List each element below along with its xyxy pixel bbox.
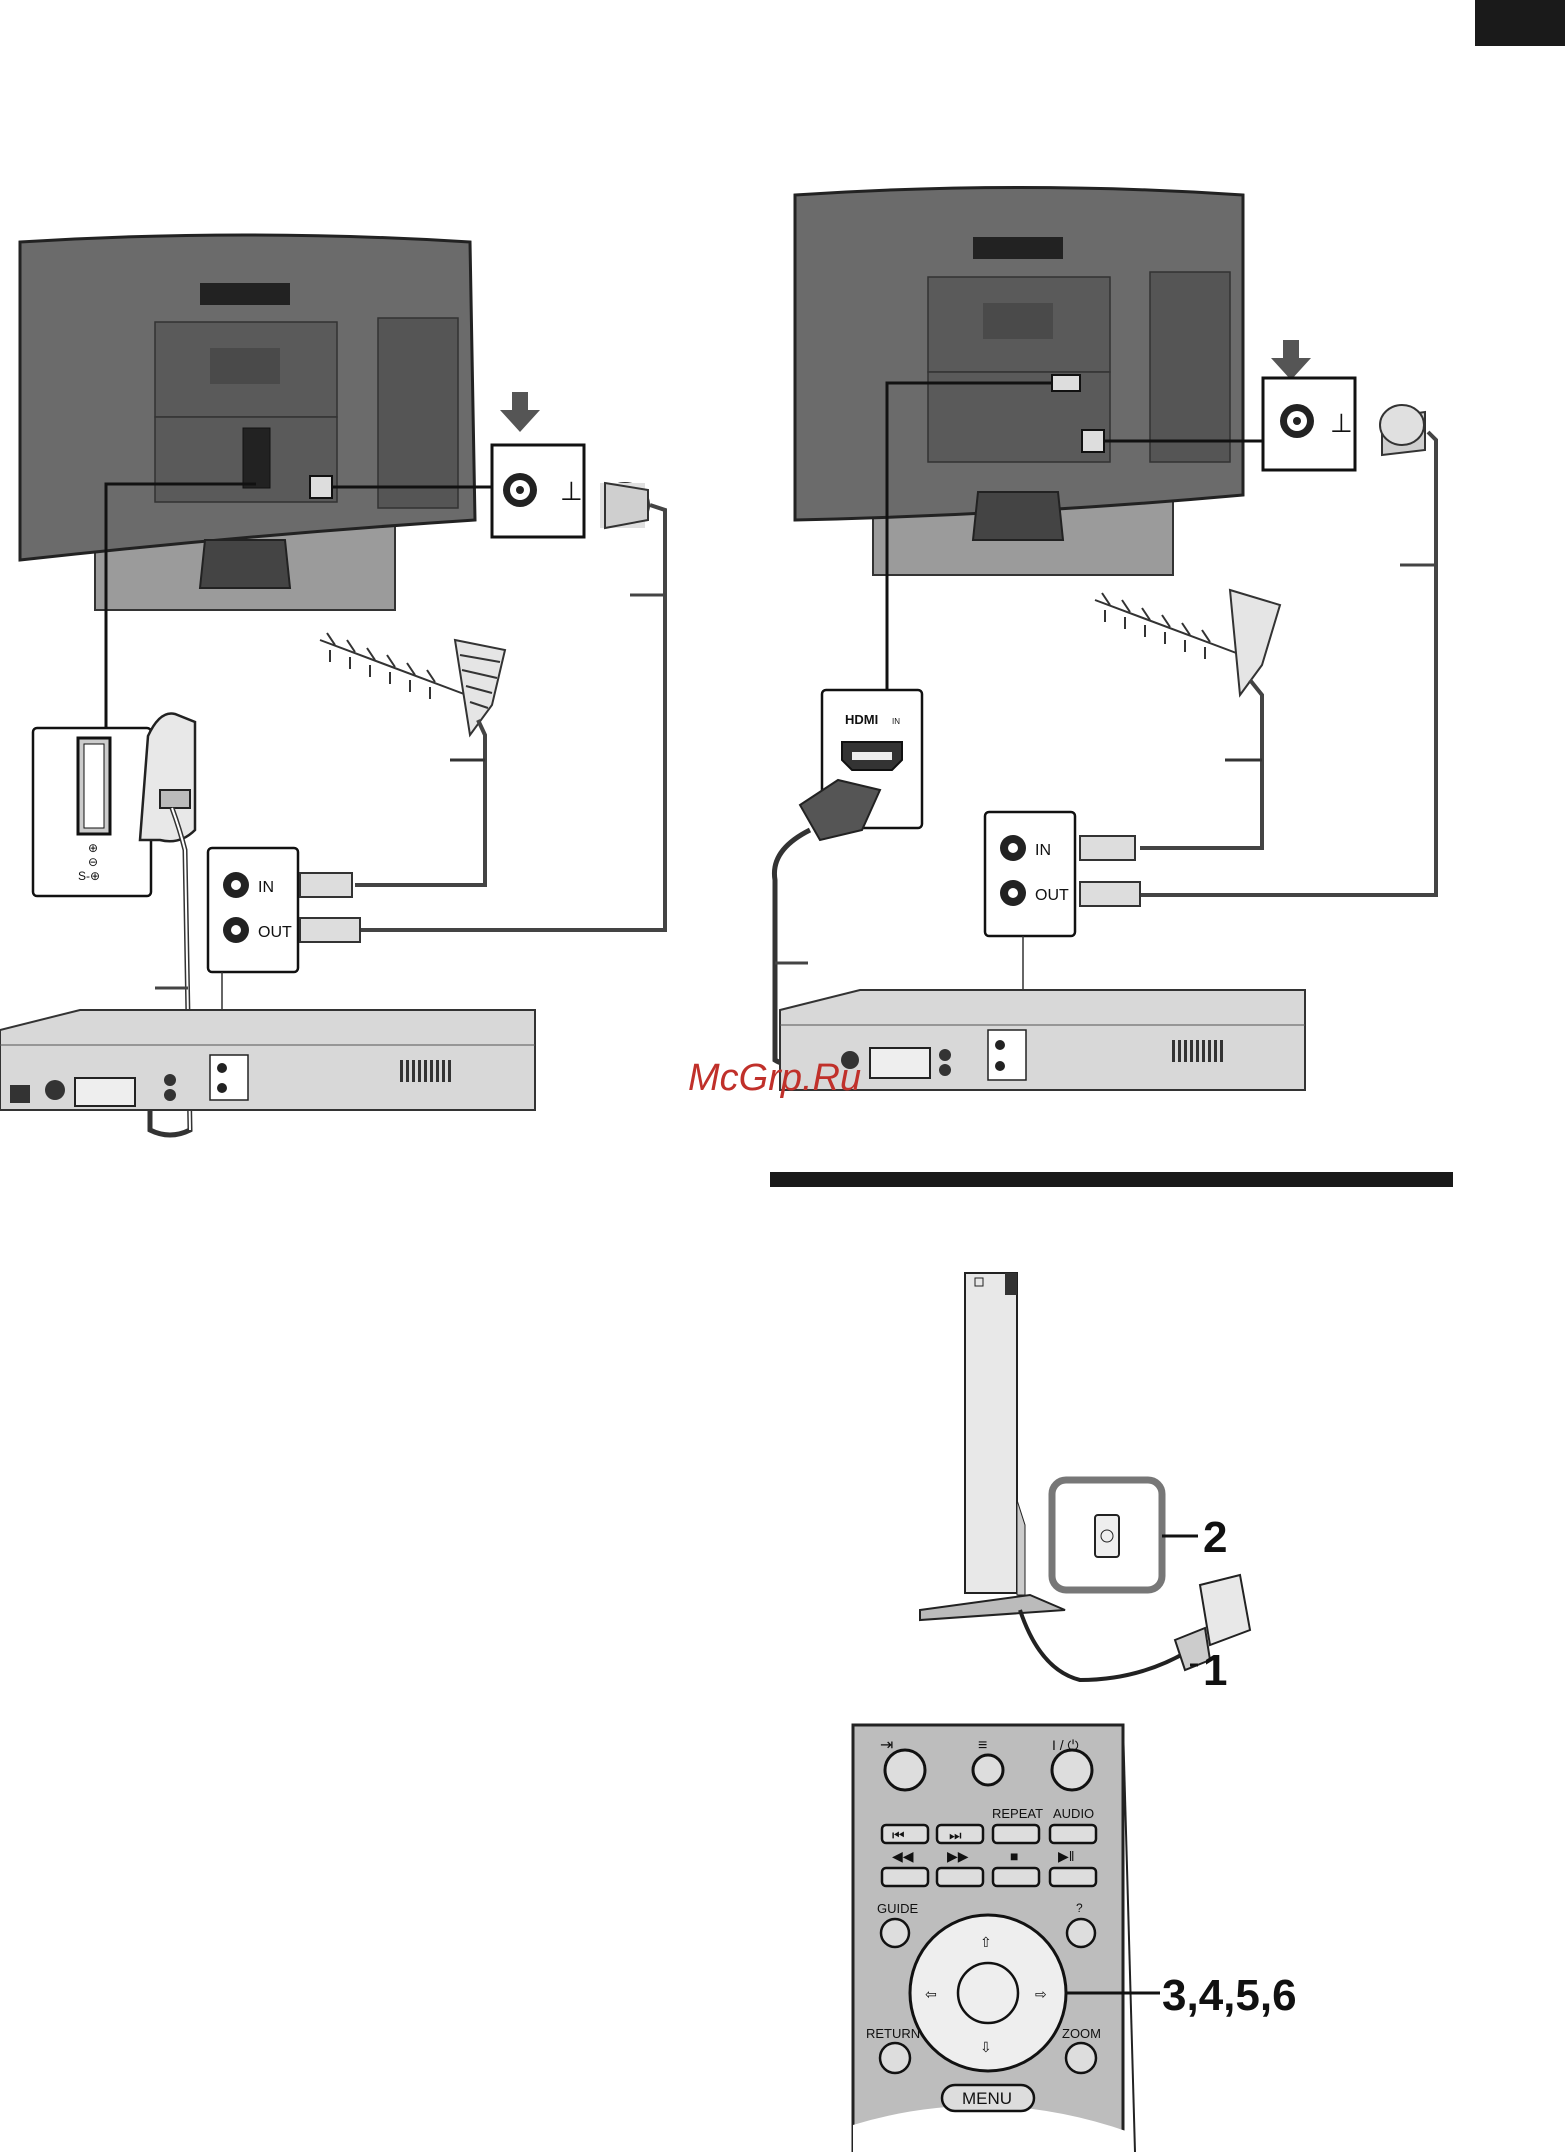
- input-icon: ⇥: [880, 1737, 893, 1754]
- antenna-symbol-left: ⊥: [560, 477, 583, 507]
- right-arrow-icon: ⇨: [1035, 1986, 1047, 2002]
- stop-button[interactable]: [993, 1868, 1039, 1886]
- scart-icon-s-video: S-⊕: [78, 869, 100, 883]
- steps-3-6-label: 3,4,5,6: [1162, 1971, 1297, 2020]
- input-button[interactable]: [885, 1750, 925, 1790]
- scart-socket-panel: ⊕ ⊖ S-⊕: [33, 728, 151, 896]
- play-pause-icon: ▶ǁ: [1058, 1848, 1075, 1864]
- rf-in-label-right: IN: [1035, 842, 1051, 859]
- rewind-button[interactable]: [882, 1868, 928, 1886]
- guide-label: GUIDE: [877, 1901, 919, 1916]
- rf-out-label-right: OUT: [1035, 887, 1069, 904]
- left-setup: ⊥ ⊕ ⊖ S-⊕: [0, 235, 665, 1135]
- outdoor-antenna-left: [320, 633, 505, 885]
- section-divider-bar: [770, 1172, 1453, 1187]
- teletext-icon: ≡: [978, 1737, 987, 1754]
- up-arrow-icon: ⇧: [980, 1934, 992, 1950]
- hdmi-logo: HDMI: [845, 712, 878, 727]
- next-icon: ⏭: [949, 1827, 962, 1843]
- down-arrow-icon: ⇩: [980, 2039, 992, 2055]
- power-button[interactable]: [1052, 1750, 1092, 1790]
- scart-icon-monitor: ⊖: [88, 855, 98, 869]
- forward-button[interactable]: [937, 1868, 983, 1886]
- info-button[interactable]: [1067, 1919, 1095, 1947]
- hdmi-jack-tv: [1052, 375, 1080, 391]
- stop-icon: ■: [1010, 1848, 1018, 1864]
- repeat-button[interactable]: [993, 1825, 1039, 1843]
- prev-button[interactable]: [882, 1825, 928, 1843]
- outdoor-antenna-right: [1095, 590, 1280, 848]
- zoom-label: ZOOM: [1062, 2026, 1101, 2041]
- down-arrow-right: [1271, 340, 1311, 380]
- watermark: McGrp.Ru: [688, 1057, 861, 1099]
- aerial-jack-tv: [310, 476, 332, 498]
- tv-back-left: [20, 235, 475, 610]
- zoom-button[interactable]: [1066, 2043, 1096, 2073]
- repeat-label: REPEAT: [992, 1806, 1043, 1821]
- help-icon: ?: [1076, 1901, 1083, 1915]
- teletext-button[interactable]: [973, 1755, 1003, 1785]
- enter-button[interactable]: [958, 1963, 1018, 2023]
- left-arrow-icon: ⇦: [925, 1986, 937, 2002]
- scart-jack-tv: [243, 428, 270, 488]
- right-setup: ⊥ HDMI IN: [774, 188, 1436, 1091]
- down-arrow-left: [500, 392, 540, 432]
- rewind-icon: ◀◀: [892, 1848, 914, 1864]
- tv-side-power: 2 1: [920, 1273, 1250, 1695]
- tv-back-right: [795, 188, 1243, 576]
- rf-in-label-left: IN: [258, 879, 274, 896]
- return-button[interactable]: [880, 2043, 910, 2073]
- hdmi-in-label: IN: [892, 717, 900, 726]
- rf-out-label-left: OUT: [258, 924, 292, 941]
- prev-icon: ⏮: [892, 1827, 905, 1843]
- scart-icon-in: ⊕: [88, 841, 98, 855]
- audio-label: AUDIO: [1053, 1806, 1094, 1821]
- antenna-symbol-right: ⊥: [1330, 409, 1353, 439]
- return-label: RETURN: [866, 2026, 920, 2041]
- aerial-jack-tv-right: [1082, 430, 1104, 452]
- wall-socket-plug-left: [355, 483, 665, 930]
- guide-button[interactable]: [881, 1919, 909, 1947]
- play-pause-button[interactable]: [1050, 1868, 1096, 1886]
- forward-icon: ▶▶: [947, 1848, 969, 1864]
- menu-label: MENU: [962, 2089, 1012, 2108]
- step-2-label: 2: [1203, 1513, 1227, 1562]
- step-1-label: 1: [1203, 1646, 1227, 1695]
- wall-power-socket: [1200, 1575, 1250, 1645]
- remote-control: ⇥ ≡ I / ⏻ REPEAT AUDIO ⏮ ⏭ ◀◀ ▶▶ ■ ▶ǁ GU…: [853, 1725, 1297, 2152]
- audio-button[interactable]: [1050, 1825, 1096, 1843]
- recorder-left: [0, 1010, 535, 1110]
- page-tab: [1475, 0, 1565, 46]
